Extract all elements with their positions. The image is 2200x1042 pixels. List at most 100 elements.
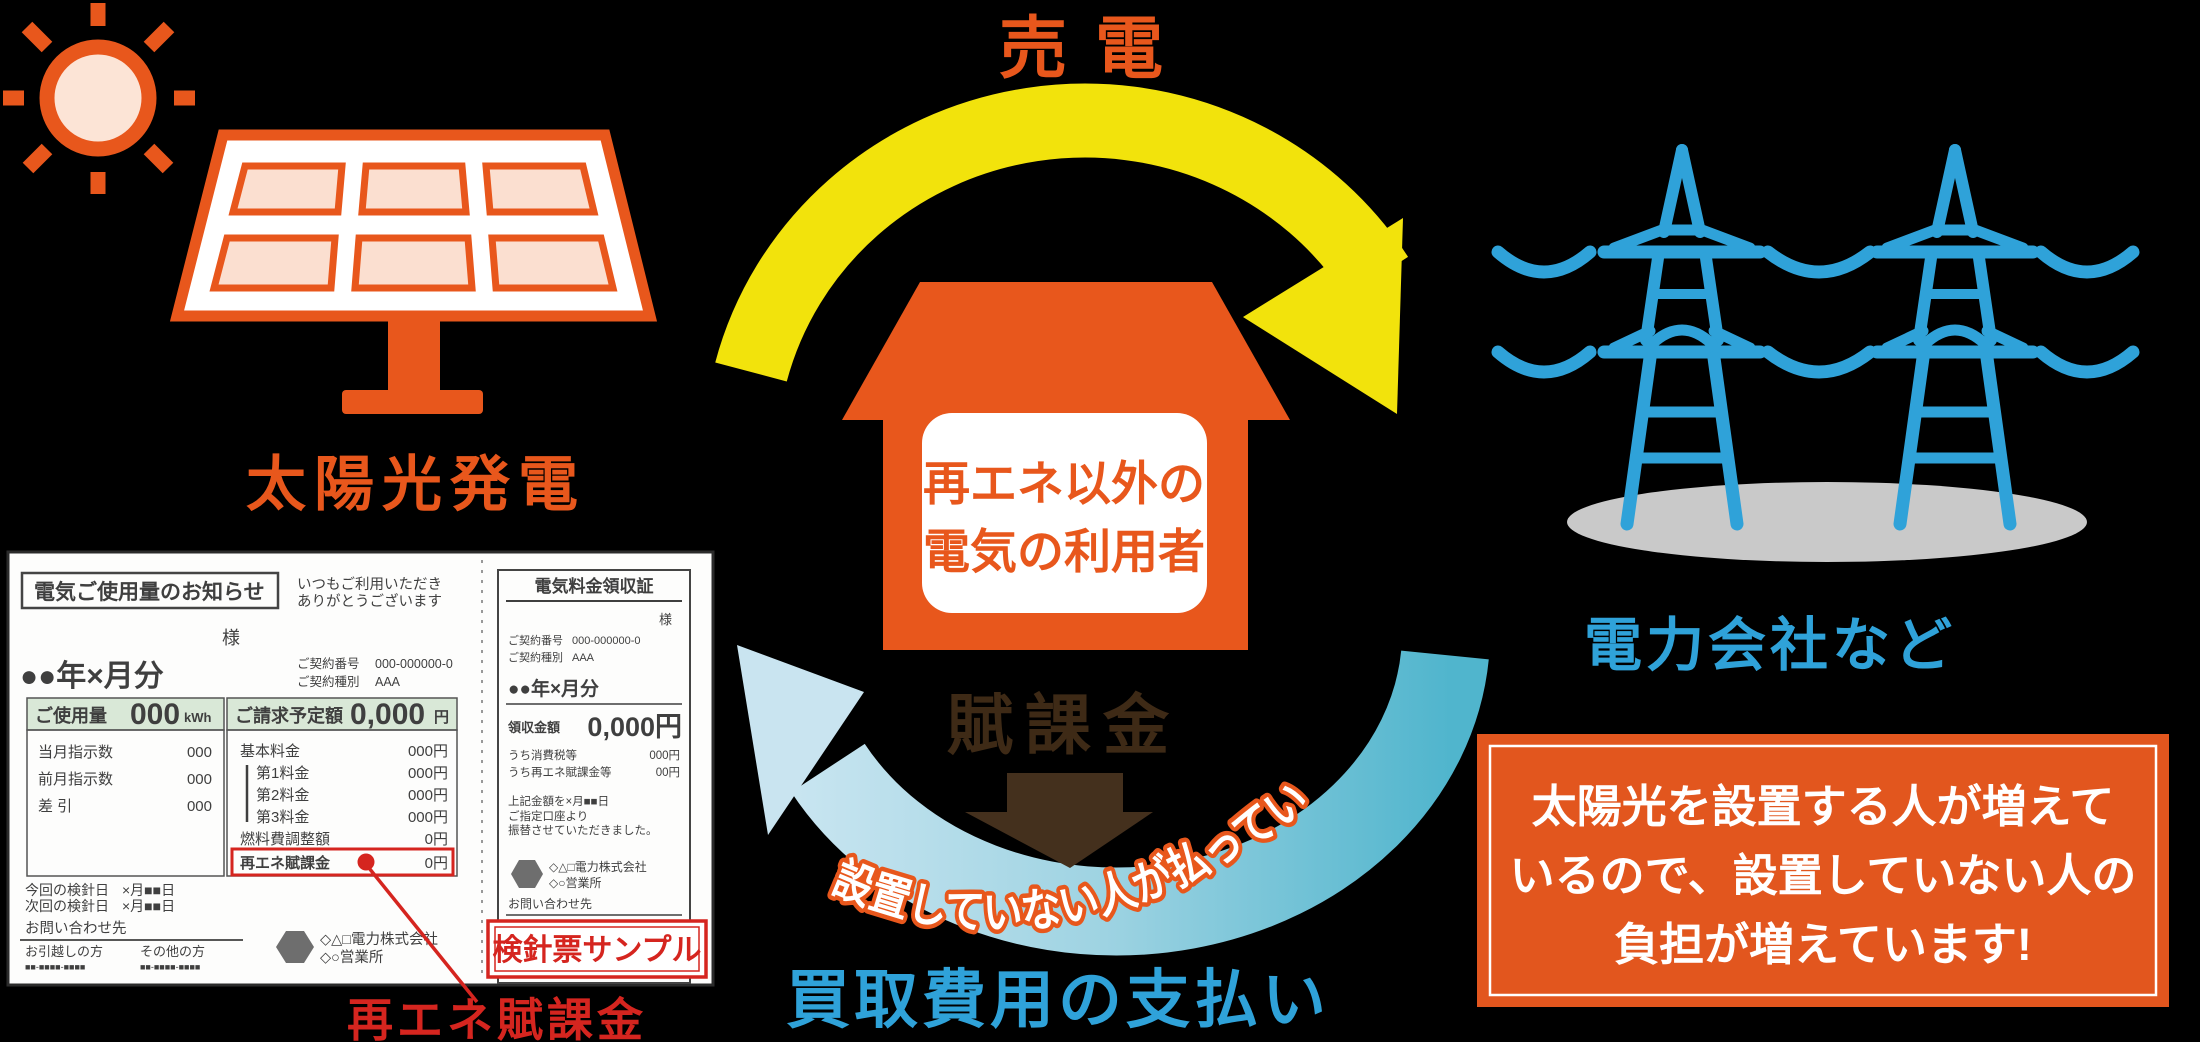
phone-number: ■■-■■■■-■■■■	[140, 962, 200, 972]
contract-no-value: 000-000000-0	[375, 657, 453, 671]
thanks-line1: いつもご利用いただき	[297, 576, 442, 593]
bill-paper	[6, 550, 715, 987]
billing-label: ご請求予定額	[235, 705, 343, 726]
receipt-section: 電気料金領収証 様 ご契約番号 000-000000-0 ご契約種別 AAA ●…	[497, 569, 691, 984]
payment-arrow-arc	[791, 650, 1489, 956]
payment-arrowhead	[737, 645, 864, 835]
sun-icon	[3, 3, 195, 194]
surcharge-down-arrow	[965, 773, 1153, 868]
table-row-label: 第1料金	[256, 764, 309, 782]
utility-logo-hexagon	[511, 860, 543, 888]
sun-rays	[3, 3, 195, 194]
house-label-line1: 再エネ以外の	[923, 457, 1205, 510]
receipt-title: 電気料金領収証	[535, 576, 654, 596]
billing-period: ●●年×月分	[20, 660, 164, 693]
moving-label: お引越しの方	[25, 944, 103, 959]
info-box-line3: 負担が増えています!	[1614, 919, 2032, 970]
solar-panel-icon	[169, 129, 658, 414]
power-company-label: 電力会社など	[1584, 613, 1956, 678]
annotation-line	[367, 866, 479, 1004]
usage-label: ご使用量	[35, 705, 107, 726]
receipt-border	[497, 569, 691, 984]
table-row-label: 基本料金	[240, 743, 300, 760]
receipt-period: ●●年×月分	[508, 677, 599, 700]
meter-date1-value: ×月■■日	[122, 882, 175, 898]
contract-type-value: AAA	[375, 675, 401, 689]
sell-arrow	[715, 83, 1409, 414]
meter-date1-label: 今回の検針日	[25, 882, 109, 898]
surcharge-annotation-label: 再エネ賦課金	[347, 994, 647, 1042]
table-row-label: 再エネ賦課金	[240, 854, 331, 872]
transfer-note-line2: ご指定口座より	[508, 809, 588, 823]
utility-company-name: ◇△□電力株式会社	[320, 931, 438, 948]
house-label-box	[922, 413, 1207, 613]
panel-stand-base	[342, 390, 483, 414]
receipt-amount-label: 領収金額	[508, 720, 560, 735]
power-lines	[1491, 245, 2140, 379]
utility-logo-hexagon	[276, 931, 314, 963]
house-roof	[842, 282, 1290, 420]
bill-title-box	[20, 571, 280, 610]
table-row-label: 燃料費調整額	[240, 830, 330, 848]
stamp-outer-border	[486, 919, 708, 979]
table-row-label: 差 引	[38, 798, 72, 815]
usage-body-cell	[26, 729, 225, 877]
receipt-contact-label: お問い合わせ先	[508, 896, 592, 911]
thanks-line2: ありがとうございます	[297, 592, 442, 610]
transfer-note-line1: 上記金額を×月■■日	[508, 794, 609, 808]
surcharge-label: 賦課金	[947, 688, 1181, 762]
addressee-suffix: 様	[222, 628, 240, 648]
table-row-value: 0円	[425, 855, 448, 872]
tax-label: うち消費税等	[508, 748, 577, 762]
surcharge-row-highlight-box	[230, 847, 455, 877]
table-row-value: 000	[187, 744, 212, 761]
receipt-office-name: ◇○営業所	[549, 876, 601, 890]
table-row-label: 第2料金	[256, 786, 309, 804]
receipt-contract-no-label: ご契約番号	[508, 633, 563, 647]
table-row-label: 当月指示数	[38, 744, 113, 761]
usage-table: ご使用量 000 kWh ご請求予定額 0,000 円 当月指示数 000 前月…	[26, 697, 458, 877]
info-box-inner-border	[1488, 744, 2158, 997]
purchase-label: 買取費用の支払い	[786, 964, 1330, 1036]
receipt-surcharge-value: 00円	[656, 767, 680, 779]
house-icon: 再エネ以外の 電気の利用者	[842, 282, 1290, 650]
billing-header-cell	[226, 697, 458, 731]
usage-unit: kWh	[184, 710, 212, 725]
bill-title: 電気ご使用量のお知らせ	[34, 580, 265, 604]
receipt-contract-type-label: ご契約種別	[508, 650, 563, 664]
table-row-value: 000	[187, 771, 212, 788]
other-label: その他の方	[140, 944, 205, 959]
receipt-contract-type-value: AAA	[572, 652, 595, 664]
meter-date2-value: ×月■■日	[122, 898, 175, 914]
table-row-value: 000円	[408, 809, 448, 826]
transfer-note-line3: 振替させていただきました。	[508, 823, 658, 837]
meter-date2-label: 次回の検針日	[25, 898, 109, 914]
sell-arrow-arc	[715, 83, 1409, 382]
solar-label: 太陽光発電	[246, 451, 586, 518]
tax-value: 000円	[649, 750, 680, 762]
panel-stand-column	[388, 316, 440, 394]
receipt-surcharge-label: うち再エネ賦課金等	[508, 765, 612, 779]
table-row-label: 前月指示数	[38, 771, 113, 788]
towers-shadow	[1567, 482, 2087, 562]
power-company-group: 電力会社など	[1491, 150, 2140, 678]
billing-value: 0,000	[350, 698, 425, 731]
contract-no-label: ご契約番号	[297, 656, 360, 671]
contact-label: お問い合わせ先	[25, 920, 127, 937]
table-row-value: 0円	[425, 831, 448, 848]
receipt-company-name: ◇△□電力株式会社	[549, 859, 647, 874]
info-box-line2: いるので、設置していない人の	[1510, 850, 2137, 901]
table-row-value: 000円	[408, 765, 448, 782]
info-box-bg	[1477, 734, 2169, 1007]
sun-disc	[39, 39, 157, 157]
receipt-contract-no-value: 000-000000-0	[572, 635, 641, 647]
table-row-value: 000円	[408, 743, 448, 760]
stamp-inner-border	[494, 926, 700, 972]
utility-office-name: ◇○営業所	[320, 949, 383, 966]
info-box: 太陽光を設置する人が増えて いるので、設置していない人の 負担が増えています!	[1477, 734, 2169, 1007]
phone-number: ■■-■■■■-■■■■	[25, 962, 85, 972]
contract-type-label: ご契約種別	[297, 674, 360, 689]
receipt-amount-value: 0,000円	[587, 712, 682, 742]
